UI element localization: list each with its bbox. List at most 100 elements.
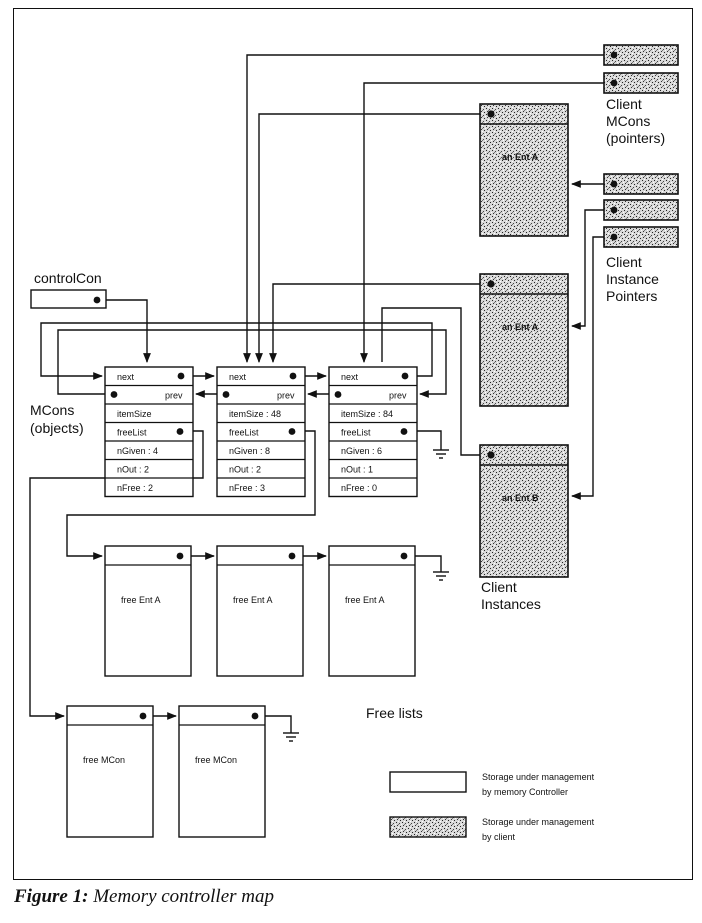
free-mcon: free MCon bbox=[178, 705, 266, 838]
pointer-dot-icon bbox=[222, 391, 230, 398]
client-instance: an Ent B bbox=[479, 444, 569, 578]
client-instance-box bbox=[479, 273, 569, 407]
free-entity-box bbox=[328, 545, 416, 677]
mcon-field-n-out: nOut : 2 bbox=[229, 465, 261, 475]
legend-client-line2: by client bbox=[482, 832, 516, 842]
legend: Storage under management by memory Contr… bbox=[389, 771, 595, 842]
client-instance-box bbox=[479, 103, 569, 237]
instance-2-mcon-link bbox=[269, 283, 490, 363]
client-instance-pointer bbox=[603, 199, 679, 221]
controlcon-label: controlCon bbox=[34, 270, 102, 286]
mcon2-freelist-link bbox=[66, 430, 316, 560]
client-instance-label: an Ent A bbox=[502, 322, 539, 332]
client-mcon-pointer-2-link bbox=[360, 82, 612, 363]
mcon-field-n-free: nFree : 2 bbox=[117, 483, 153, 493]
pointer-dot-icon bbox=[289, 372, 297, 380]
pointer-dot-icon bbox=[610, 233, 618, 241]
client-instance: an Ent A bbox=[479, 103, 569, 237]
free-mcon-box bbox=[178, 705, 266, 838]
mcon-field-n-given: nGiven : 6 bbox=[341, 446, 382, 456]
free-entity-label: free Ent A bbox=[121, 595, 161, 605]
mcons-label-line1: MCons bbox=[30, 402, 74, 418]
mcon-field-n-given: nGiven : 4 bbox=[117, 446, 158, 456]
ground-icon bbox=[433, 449, 449, 459]
mcon-field-next: next bbox=[229, 372, 247, 382]
instance-pointers-label-line3: Pointers bbox=[606, 288, 657, 304]
client-instances-label-line1: Client bbox=[481, 579, 517, 595]
mcon-field-item-size: itemSize : 84 bbox=[341, 409, 393, 419]
pointer-dot-icon bbox=[610, 180, 618, 188]
controlcon-box bbox=[30, 289, 107, 309]
free-mcon-box bbox=[66, 705, 154, 838]
free-entity-label: free Ent A bbox=[233, 595, 273, 605]
instance-pointer-3-link bbox=[571, 236, 612, 500]
pointer-dot-icon bbox=[400, 552, 408, 560]
mcon-field-n-out: nOut : 2 bbox=[117, 465, 149, 475]
free-entity-label: free Ent A bbox=[345, 595, 385, 605]
mcon-field-n-out: nOut : 1 bbox=[341, 465, 373, 475]
free-mcon: free MCon bbox=[66, 705, 154, 838]
pointer-dot-icon bbox=[334, 391, 342, 398]
legend-controller-line2: by memory Controller bbox=[482, 787, 568, 797]
client-mcon-pointer bbox=[603, 72, 679, 94]
free-ent-3-next-link bbox=[404, 555, 442, 572]
pointer-dot-icon bbox=[487, 451, 495, 459]
pointer-dot-icon bbox=[139, 712, 147, 720]
client-instance-box bbox=[479, 444, 569, 578]
pointer-dot-icon bbox=[610, 51, 618, 59]
free-mcon-label: free MCon bbox=[83, 755, 125, 765]
mcon-field-prev: prev bbox=[389, 391, 407, 401]
pointer-dot-icon bbox=[487, 110, 495, 118]
client-mcon-pointer bbox=[603, 44, 679, 66]
circular-next-link bbox=[40, 322, 433, 380]
pointer-dot-icon bbox=[401, 372, 409, 380]
client-mcons-label-line1: Client bbox=[606, 96, 642, 112]
pointer-dot-icon bbox=[93, 296, 101, 304]
instance-pointers-label-line1: Client bbox=[606, 254, 642, 270]
mcon-field-n-free: nFree : 3 bbox=[229, 483, 265, 493]
pointer-dot-icon bbox=[610, 79, 618, 87]
client-mcon-pointers bbox=[603, 44, 679, 94]
client-instance-label: an Ent A bbox=[502, 152, 539, 162]
client-instance-pointers bbox=[603, 173, 679, 248]
ground-symbols bbox=[283, 449, 449, 742]
mcon-field-prev: prev bbox=[165, 391, 183, 401]
free-entity: free Ent A bbox=[216, 545, 304, 677]
pointer-dot-icon bbox=[288, 552, 296, 560]
mcon-field-n-given: nGiven : 8 bbox=[229, 446, 270, 456]
ground-icon bbox=[283, 732, 299, 742]
pointer-dot-icon bbox=[288, 428, 296, 435]
pointer-dot-icon bbox=[177, 372, 185, 380]
mcon3-next-up-link bbox=[381, 307, 490, 456]
free-entity-box bbox=[216, 545, 304, 677]
instance-1-mcon-link bbox=[255, 113, 490, 363]
free-lists-label: Free lists bbox=[366, 705, 423, 721]
client-mcons-label-line3: (pointers) bbox=[606, 130, 665, 146]
free-entity: free Ent A bbox=[328, 545, 416, 677]
mcon-field-next: next bbox=[341, 372, 359, 382]
pointer-dot-icon bbox=[110, 391, 118, 398]
pointer-dot-icon bbox=[487, 280, 495, 288]
mcon-field-item-size: itemSize bbox=[117, 409, 152, 419]
client-mcons-label-line2: MCons bbox=[606, 113, 650, 129]
instance-pointers-label-line2: Instance bbox=[606, 271, 659, 287]
figure-frame bbox=[13, 8, 693, 880]
figure-caption: Figure 1: Memory controller map bbox=[14, 886, 274, 908]
client-instance-pointer bbox=[603, 173, 679, 195]
legend-controller-line1: Storage under management bbox=[482, 772, 595, 782]
mcon-field-item-size: itemSize : 48 bbox=[229, 409, 281, 419]
mcon-field-n-free: nFree : 0 bbox=[341, 483, 377, 493]
circular-prev-link bbox=[57, 329, 447, 398]
ground-icon bbox=[433, 571, 449, 581]
legend-client-line1: Storage under management bbox=[482, 817, 595, 827]
free-entity-box bbox=[104, 545, 192, 677]
pointer-dot-icon bbox=[251, 712, 259, 720]
client-instance: an Ent A bbox=[479, 273, 569, 407]
mcons-label-line2: (objects) bbox=[30, 420, 84, 436]
legend-swatch-client bbox=[389, 816, 467, 838]
pointer-dot-icon bbox=[176, 552, 184, 560]
